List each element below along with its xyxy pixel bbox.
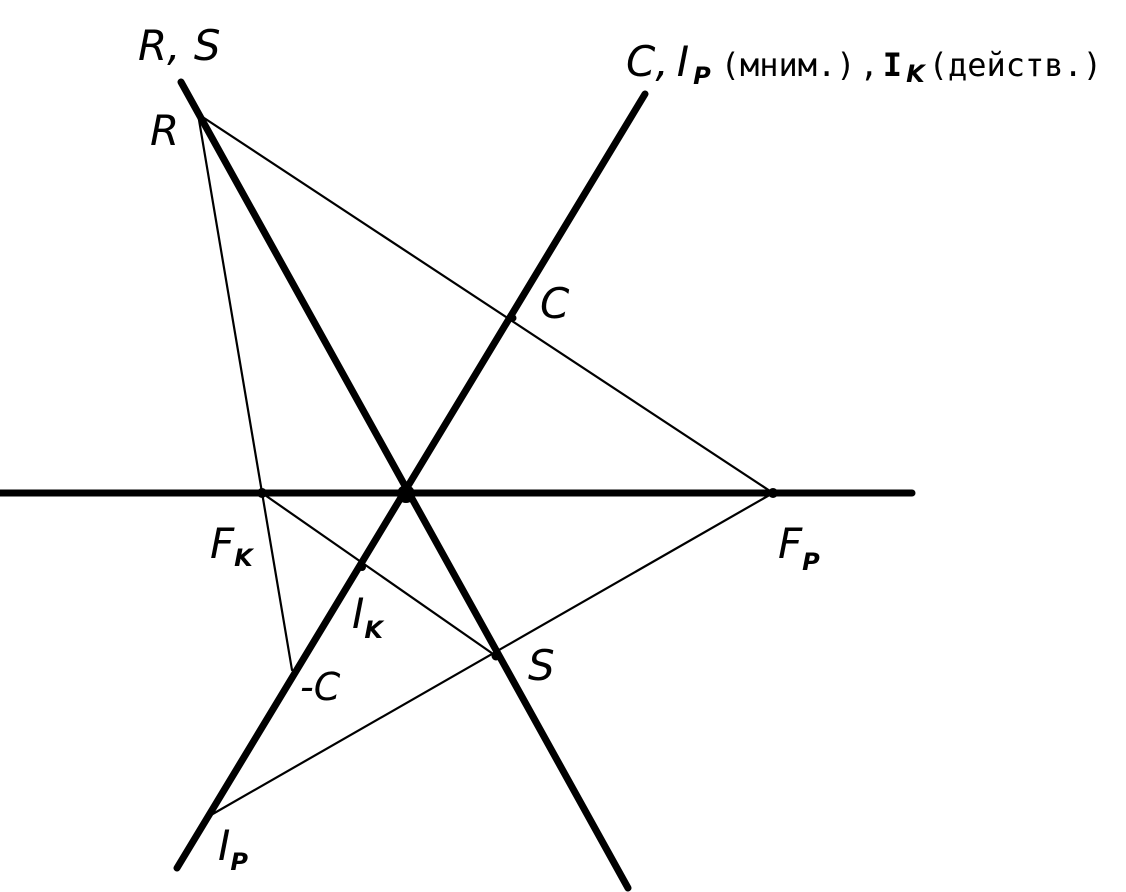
point-fp (768, 488, 778, 498)
point-c (509, 314, 517, 322)
point-s (491, 651, 501, 661)
label-fk: FK (210, 519, 255, 572)
ray-r-to-fp (196, 112, 775, 495)
point-ik (358, 563, 366, 571)
ray-fk-to-s (260, 491, 498, 658)
ray-r-to-minus-c (196, 112, 294, 672)
label-minus-c: -C (300, 665, 341, 709)
label-s: S (528, 641, 555, 690)
point-center (397, 485, 415, 503)
label-fp: FP (778, 519, 820, 576)
line-c (173, 90, 649, 872)
label-c: C (540, 279, 570, 328)
label-rs: R, S (138, 21, 221, 70)
label-ip: IP (218, 821, 248, 876)
label-r: R (150, 106, 179, 155)
label-ik: IK (352, 589, 385, 644)
point-fk (257, 488, 267, 498)
caption-top: C, I P (мним.) , I K (действ.) (626, 37, 1102, 90)
